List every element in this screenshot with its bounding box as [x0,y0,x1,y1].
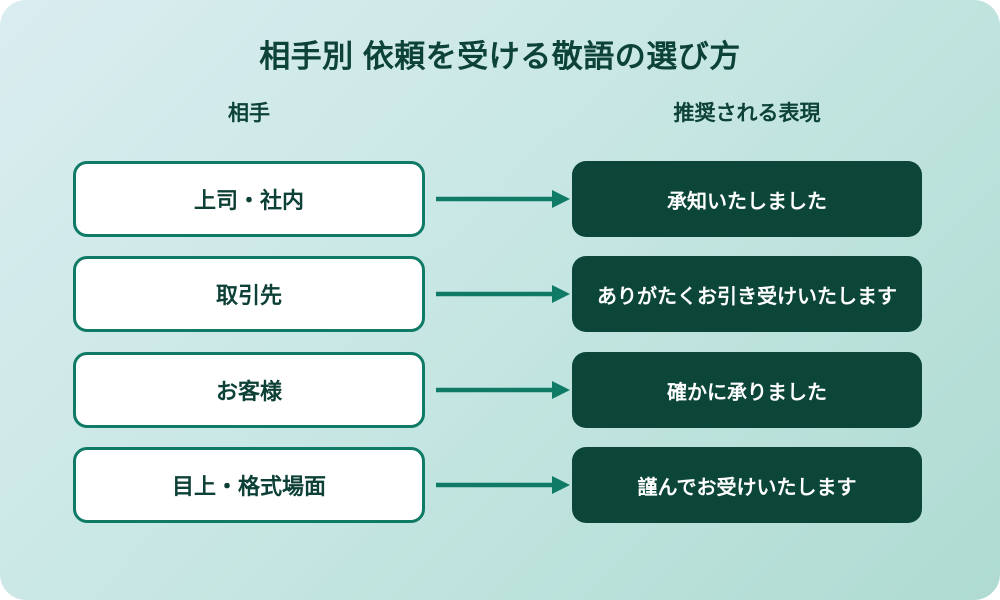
diagram-row: 取引先 ありがたくお引き受けいたします [0,256,1000,332]
expression-box: 謹んでお受けいたします [572,447,922,523]
arrow-right-icon [436,381,570,399]
diagram-row: お客様 確かに承りました [0,352,1000,428]
arrow-right-icon [436,190,570,208]
recipient-label: 上司・社内 [193,188,304,213]
expression-box: 承知いたしました [572,161,922,237]
arrow-right-icon [436,285,570,303]
expression-label: 承知いたしました [667,190,827,213]
expression-label: 確かに承りました [667,381,827,404]
recipient-box: 目上・格式場面 [73,447,425,523]
page-title: 相手別 依頼を受ける敬語の選び方 [259,39,741,74]
expression-label: ありがたくお引き受けいたします [597,285,897,308]
recipient-box: お客様 [73,352,425,428]
recipient-label: 取引先 [215,283,282,308]
recipient-label: お客様 [215,379,282,404]
column-header-recipient: 相手 [228,102,270,125]
arrow-right-icon [436,476,570,494]
expression-label: 謹んでお受けいたします [637,476,857,499]
recipient-box: 取引先 [73,256,425,332]
expression-box: 確かに承りました [572,352,922,428]
diagram-row: 目上・格式場面 謹んでお受けいたします [0,447,1000,523]
recipient-box: 上司・社内 [73,161,425,237]
diagram-row: 上司・社内 承知いたしました [0,161,1000,237]
expression-box: ありがたくお引き受けいたします [572,256,922,332]
recipient-label: 目上・格式場面 [171,474,326,499]
column-header-expression: 推奨される表現 [673,102,821,125]
